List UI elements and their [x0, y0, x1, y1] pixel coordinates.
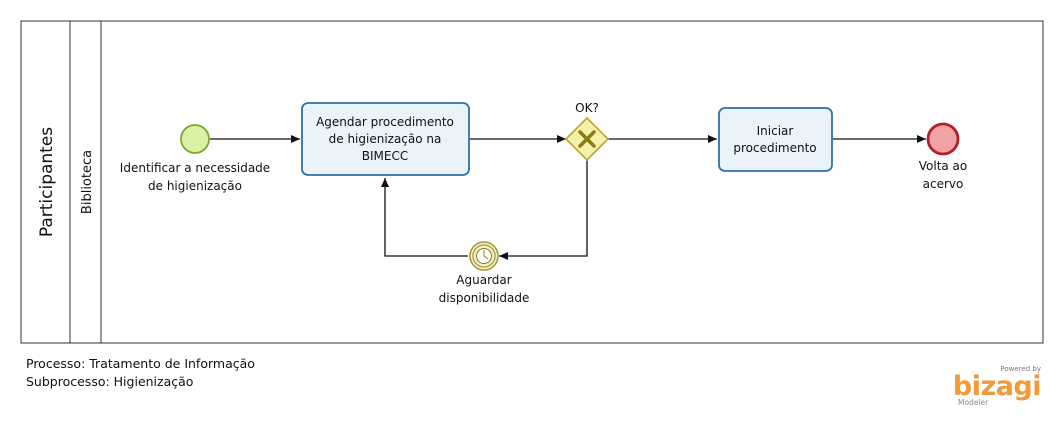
- lane-label: Biblioteca: [80, 150, 95, 214]
- pool-label: Participantes: [37, 127, 57, 237]
- gateway-label: OK?: [575, 101, 599, 115]
- flow-timer-to-agendar: [381, 178, 468, 257]
- end-event-label-line2: acervo: [923, 177, 964, 191]
- clock-icon: [476, 248, 492, 264]
- bizagi-logo: Powered by bizagi Modeler: [955, 365, 1042, 407]
- start-event-label-line2: de higienização: [148, 179, 242, 193]
- timer-label-line2: disponibilidade: [439, 291, 530, 305]
- task-agendar-line3: BIMECC: [362, 149, 408, 163]
- timer-label-line1: Aguardar: [456, 273, 511, 287]
- subprocess-caption: Subprocesso: Higienização: [26, 374, 194, 389]
- end-event-label-line1: Volta ao: [919, 159, 968, 173]
- modeler-text: Modeler: [958, 398, 989, 407]
- task-iniciar[interactable]: [718, 107, 833, 172]
- pool-frame: [20, 20, 1044, 344]
- flow-gateway-to-timer: [499, 160, 588, 260]
- task-agendar-line2: de higienização na: [329, 132, 442, 146]
- task-iniciar-line1: Iniciar: [757, 124, 794, 138]
- gateway-x-icon: [578, 130, 596, 148]
- powered-by-text: Powered by: [1000, 365, 1041, 373]
- bizagi-wordmark: bizagi: [955, 371, 1041, 402]
- task-agendar[interactable]: [301, 102, 470, 176]
- task-iniciar-line2: procedimento: [733, 141, 816, 155]
- start-event-label-line1: Identificar a necessidade: [120, 161, 270, 175]
- end-event[interactable]: [926, 122, 960, 156]
- start-event[interactable]: [180, 124, 210, 154]
- process-caption: Processo: Tratamento de Informação: [26, 356, 255, 371]
- task-agendar-line1: Agendar procedimento: [316, 115, 454, 129]
